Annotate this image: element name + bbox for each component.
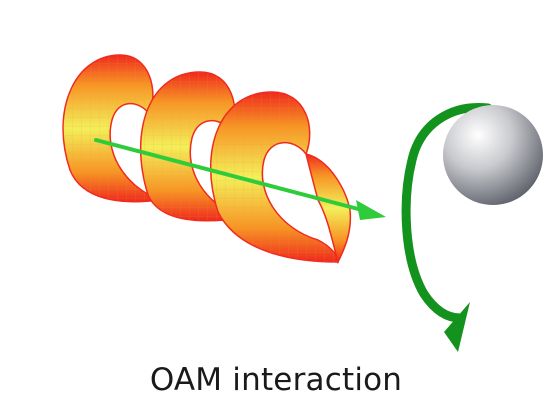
- particle-sphere-icon: [443, 105, 543, 205]
- propagation-arrow-icon: [94, 138, 386, 220]
- helical-wavefront-icon: [62, 54, 352, 265]
- diagram-caption: OAM interaction: [149, 362, 403, 398]
- rotation-arrow-icon: [401, 103, 493, 352]
